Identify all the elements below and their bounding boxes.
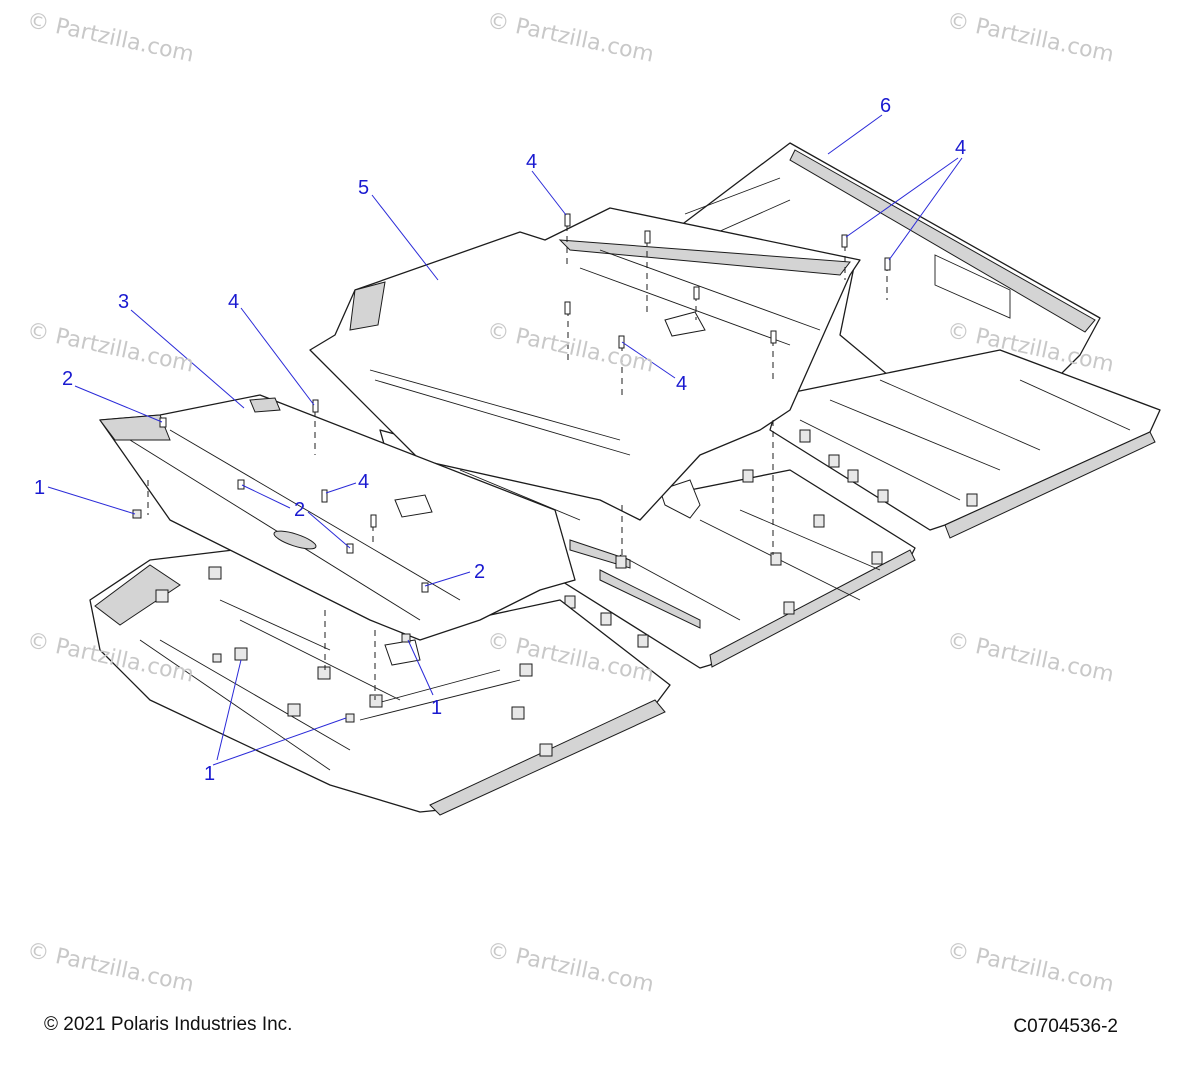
rivet-icon: [884, 257, 891, 271]
callout-2: 2: [294, 499, 305, 521]
copyright-text: © 2021 Polaris Industries Inc.: [44, 1014, 293, 1035]
callout-2: 2: [62, 368, 73, 390]
screw-icon: [421, 582, 429, 593]
callout-4: 4: [955, 137, 966, 159]
screw-icon: [237, 479, 245, 490]
clip-icon: [401, 633, 411, 643]
rivet-icon: [321, 489, 328, 503]
callout-4: 4: [676, 373, 687, 395]
callout-4: 4: [228, 291, 239, 313]
rear-frame-tray: [769, 349, 1161, 539]
rivet-icon: [644, 230, 651, 244]
screw-icon: [159, 417, 167, 428]
callout-4: 4: [358, 471, 369, 493]
rivet-icon: [770, 330, 777, 344]
callout-4: 4: [526, 151, 537, 173]
screw-icon: [346, 543, 354, 554]
callout-1: 1: [204, 763, 215, 785]
front-frame-tray: [89, 547, 671, 816]
diagram-code: C0704536-2: [1013, 1016, 1118, 1037]
clip-icon: [212, 653, 222, 663]
callout-1: 1: [431, 697, 442, 719]
rivet-icon: [693, 286, 700, 300]
rivet-icon: [370, 514, 377, 528]
rivet-icon: [564, 213, 571, 227]
part-3-front-floor-panel: [99, 394, 576, 641]
clip-icon: [345, 713, 355, 723]
callouts: 1 1 1 2 2 2 3 4 4 4 4 4 5 6: [34, 95, 966, 785]
clip-icon: [132, 509, 142, 519]
rivet-icon: [564, 301, 571, 315]
assembly-lines: [147, 225, 888, 700]
rivet-icon: [312, 399, 319, 413]
fasteners: [132, 213, 891, 723]
callout-1: 1: [34, 477, 45, 499]
callout-6: 6: [880, 95, 891, 117]
leader-lines: [47, 114, 963, 766]
rivet-icon: [841, 234, 848, 248]
callout-3: 3: [118, 291, 129, 313]
callout-5: 5: [358, 177, 369, 199]
callout-2: 2: [474, 561, 485, 583]
part-6-rear-floor-panel: [679, 142, 1101, 411]
middle-frame-tray: [379, 429, 916, 669]
rivet-icon: [618, 335, 625, 349]
